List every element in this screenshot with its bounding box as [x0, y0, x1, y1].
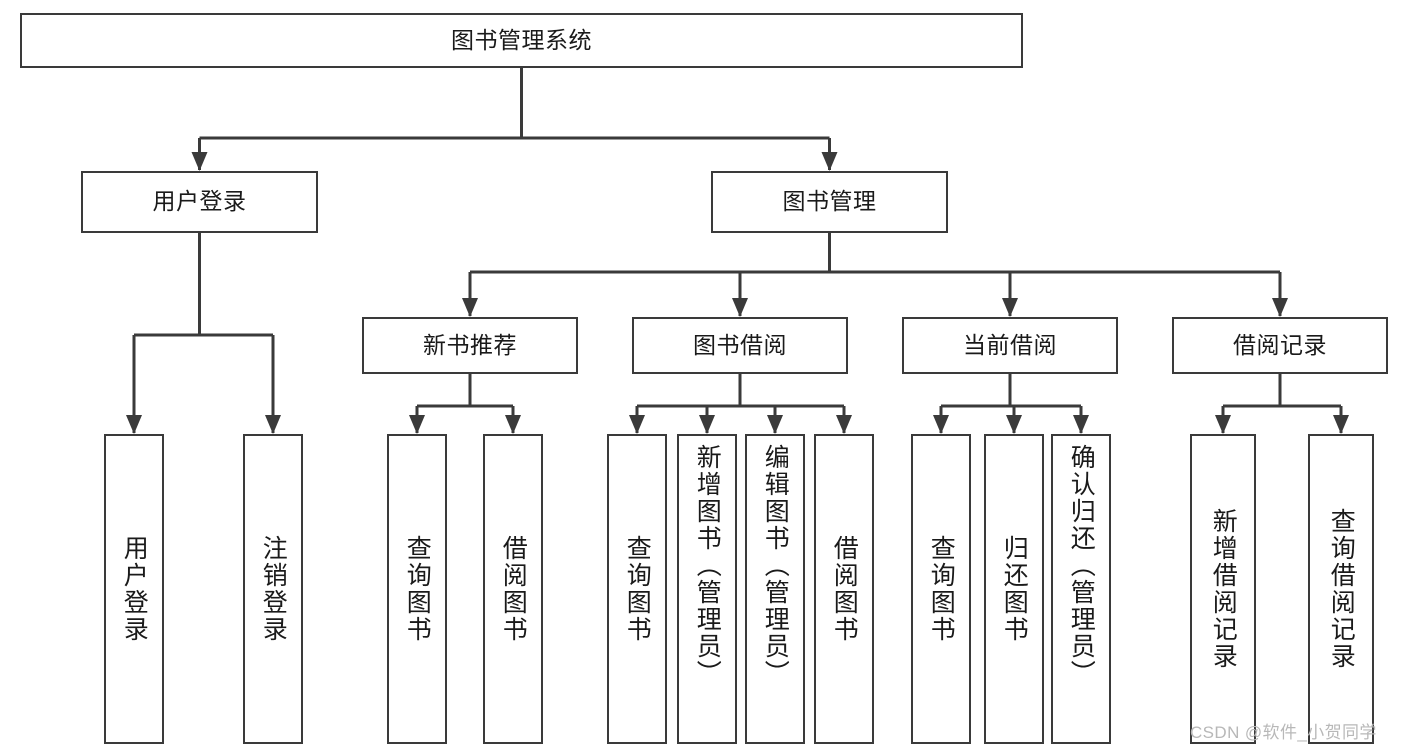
node-new-book-rec: 新书推荐	[362, 317, 578, 374]
arrowhead-leaf-book-add	[699, 415, 715, 434]
arrowhead-leaf-rec-search	[1333, 415, 1349, 434]
node-leaf-rec-search: 查询借阅记录	[1308, 434, 1374, 744]
node-label: 借阅记录	[1233, 331, 1327, 358]
node-leaf-book-borrow: 借阅图书	[814, 434, 874, 744]
arrowhead-leaf-rec-query	[409, 415, 425, 434]
node-label: 借阅图书	[830, 535, 859, 643]
node-leaf-user-login: 用户登录	[104, 434, 164, 744]
node-label: 查询借阅记录	[1327, 508, 1356, 670]
node-label: 编辑图书（管理员）	[761, 444, 790, 687]
node-label: 新增图书（管理员）	[693, 444, 722, 687]
arrowhead-book-manage	[821, 152, 838, 171]
node-label: 借阅图书	[499, 535, 528, 643]
arrowhead-leaf-user-logout	[265, 415, 281, 434]
node-label: 注销登录	[259, 535, 288, 643]
node-label: 图书管理	[782, 188, 877, 215]
node-borrow-record: 借阅记录	[1172, 317, 1388, 374]
arrowhead-leaf-book-edit	[767, 415, 783, 434]
node-leaf-rec-query: 查询图书	[387, 434, 447, 744]
node-leaf-rec-add: 新增借阅记录	[1190, 434, 1256, 744]
node-user-login: 用户登录	[81, 171, 318, 233]
arrowhead-leaf-cur-confirm	[1073, 415, 1089, 434]
arrowhead-leaf-borrow-query	[629, 415, 645, 434]
node-leaf-borrow-query: 查询图书	[607, 434, 667, 744]
arrowhead-leaf-rec-borrow	[505, 415, 521, 434]
arrowhead-leaf-cur-query	[933, 415, 949, 434]
node-label: 确认归还（管理员）	[1067, 444, 1096, 687]
node-label: 当前借阅	[963, 331, 1057, 358]
node-book-manage: 图书管理	[711, 171, 948, 233]
node-label: 新增借阅记录	[1209, 508, 1238, 670]
node-leaf-cur-query: 查询图书	[911, 434, 971, 744]
node-leaf-cur-return: 归还图书	[984, 434, 1044, 744]
node-label: 图书管理系统	[451, 26, 592, 53]
arrowhead-leaf-cur-return	[1006, 415, 1022, 434]
arrowhead-new-book-rec	[462, 298, 478, 317]
node-label: 用户登录	[120, 535, 149, 643]
node-label: 查询图书	[927, 535, 956, 643]
node-label: 查询图书	[623, 535, 652, 643]
watermark: CSDN @软件_小贺同学	[1190, 723, 1377, 742]
node-leaf-cur-confirm: 确认归还（管理员）	[1051, 434, 1111, 744]
arrowhead-leaf-rec-add	[1215, 415, 1231, 434]
arrowhead-current-borrow	[1002, 298, 1018, 317]
node-leaf-book-add: 新增图书（管理员）	[677, 434, 737, 744]
node-book-borrow: 图书借阅	[632, 317, 848, 374]
node-label: 新书推荐	[423, 331, 517, 358]
node-label: 归还图书	[1000, 535, 1029, 643]
arrowhead-borrow-record	[1272, 298, 1288, 317]
arrowhead-book-borrow	[732, 298, 748, 317]
node-current-borrow: 当前借阅	[902, 317, 1118, 374]
node-root: 图书管理系统	[20, 13, 1023, 68]
node-label: 查询图书	[403, 535, 432, 643]
node-label: 用户登录	[152, 188, 247, 215]
node-label: 图书借阅	[693, 331, 787, 358]
node-leaf-book-edit: 编辑图书（管理员）	[745, 434, 805, 744]
node-leaf-rec-borrow: 借阅图书	[483, 434, 543, 744]
node-leaf-user-logout: 注销登录	[243, 434, 303, 744]
arrowhead-leaf-book-borrow	[836, 415, 852, 434]
arrowhead-user-login	[191, 152, 208, 171]
arrowhead-leaf-user-login	[126, 415, 142, 434]
